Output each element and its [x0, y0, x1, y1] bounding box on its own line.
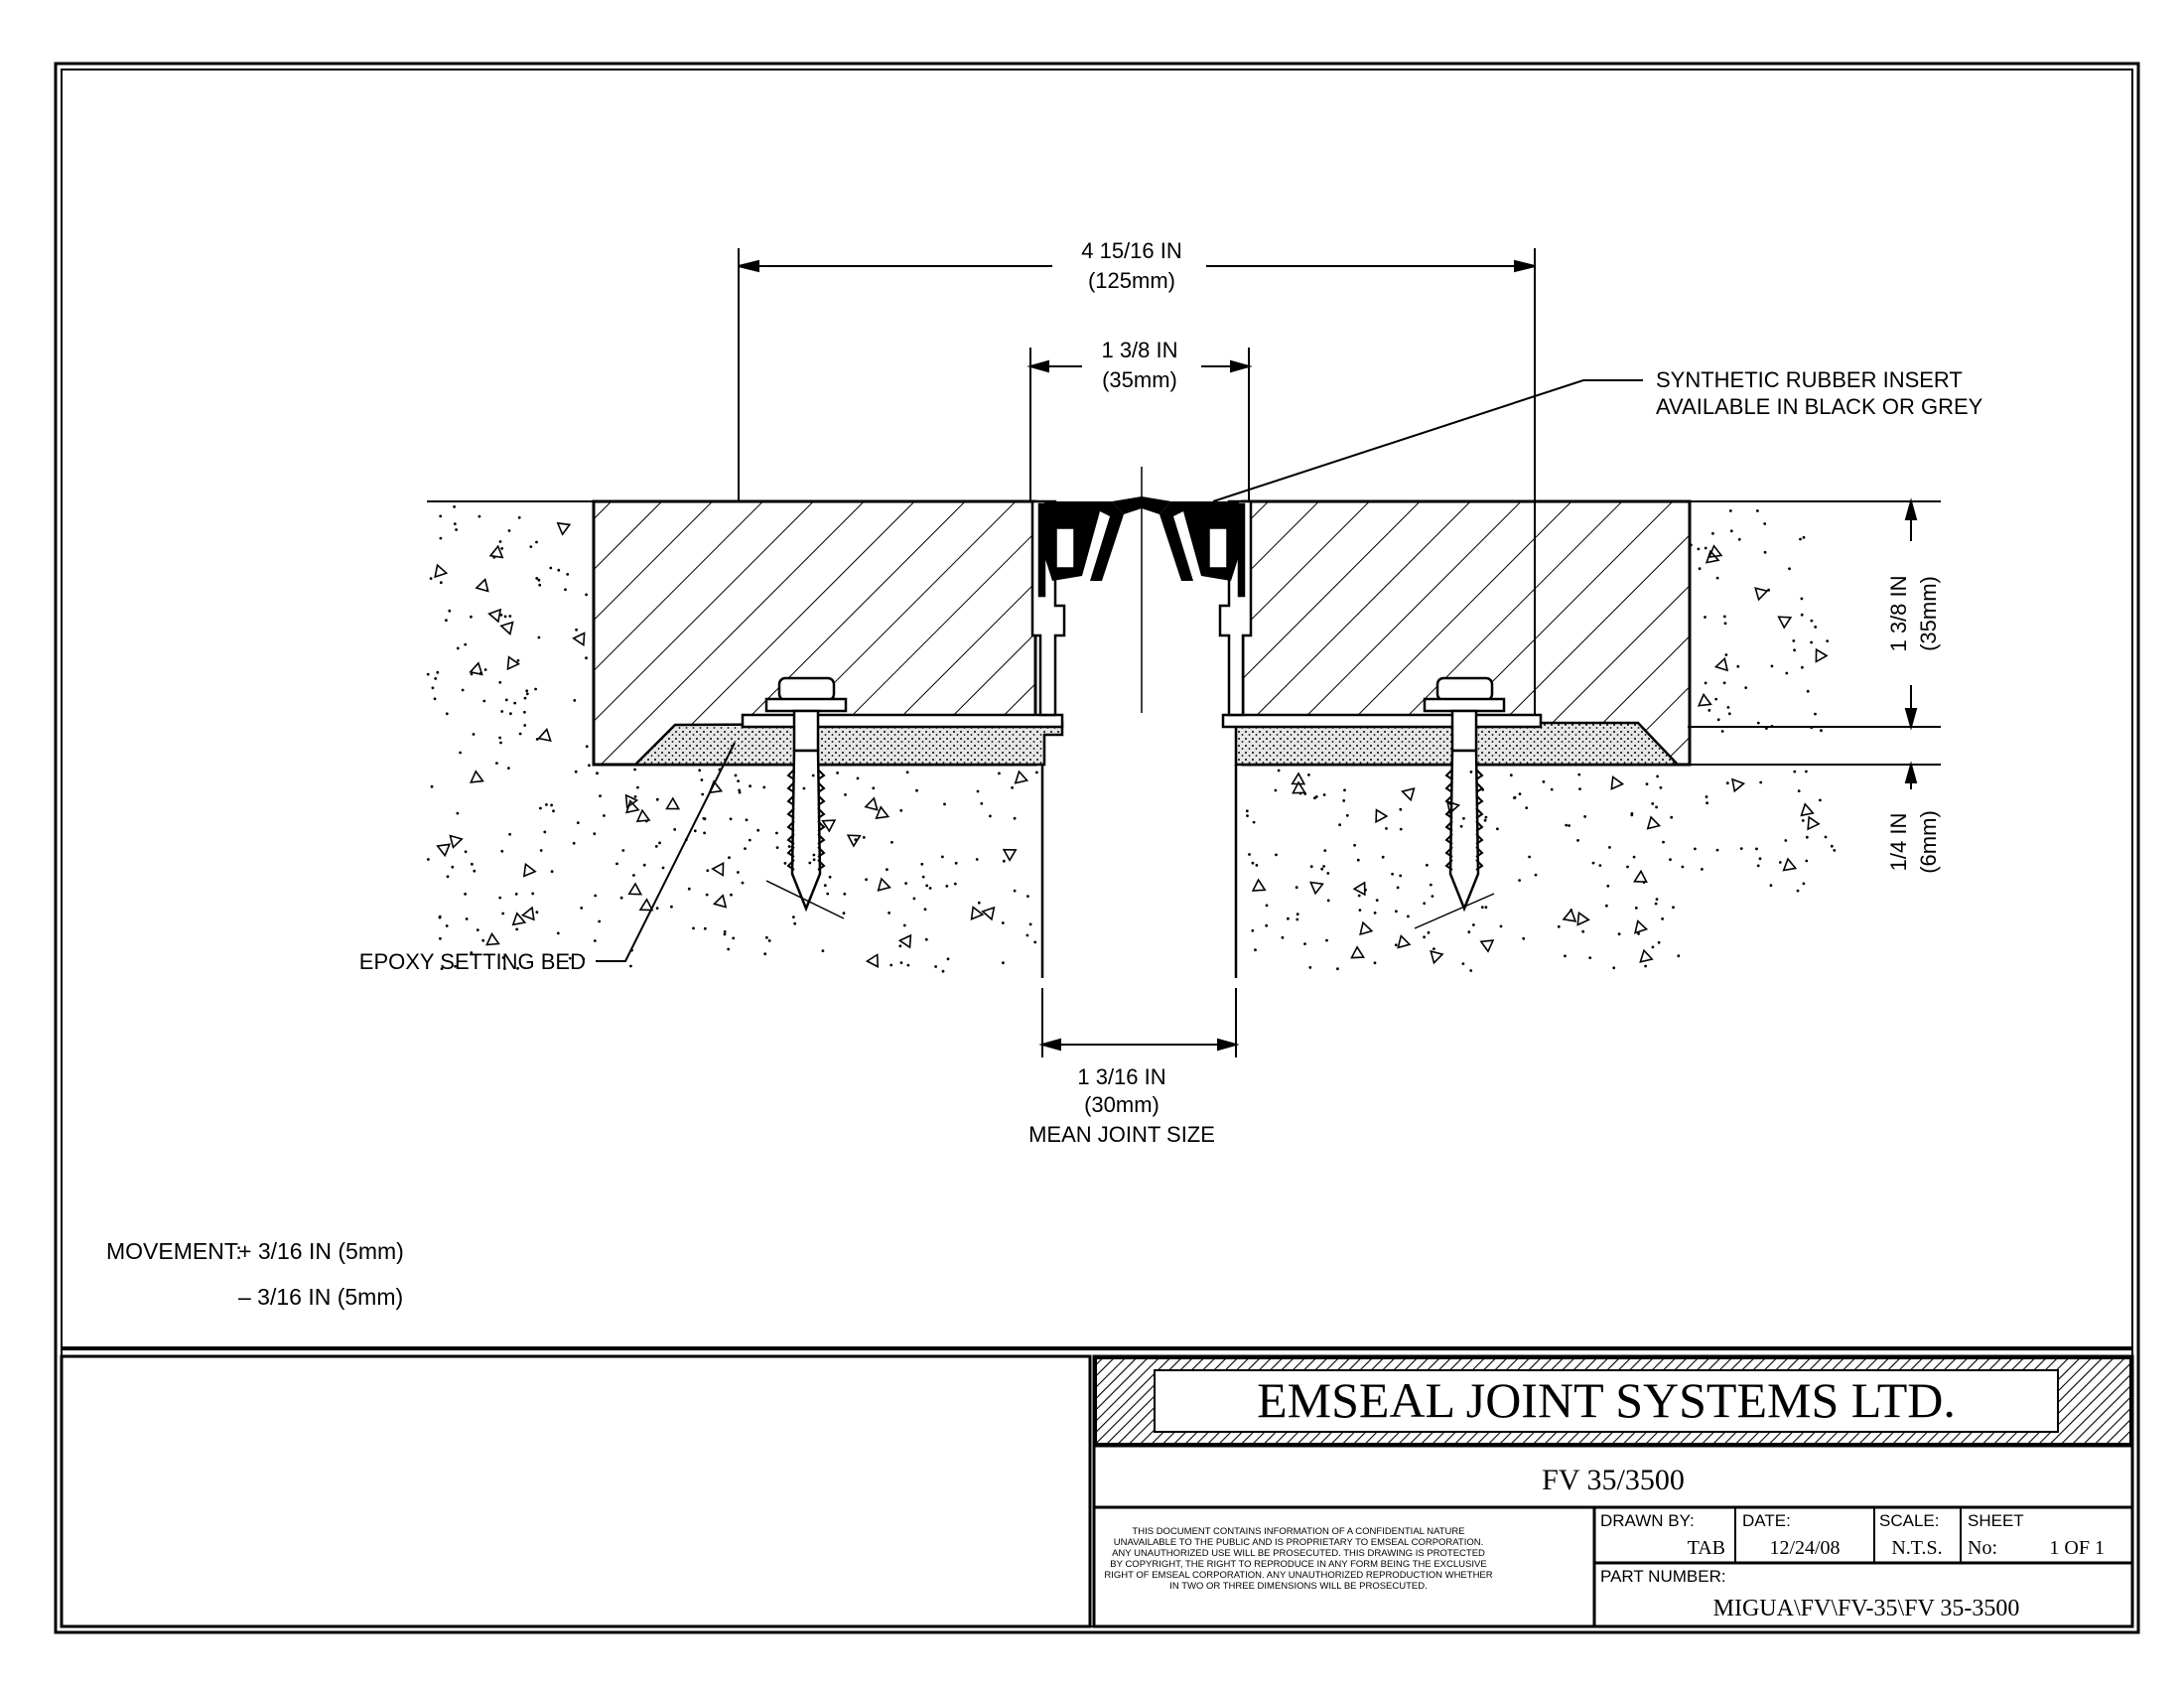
- svg-text:THIS DOCUMENT CONTAINS INFORMA: THIS DOCUMENT CONTAINS INFORMATION OF A …: [1132, 1526, 1464, 1537]
- anchor-bolt-left: [764, 676, 848, 919]
- dimension-insert-width: [1026, 348, 1253, 501]
- date-value: 12/24/08: [1769, 1537, 1840, 1559]
- svg-text:UNAVAILABLE TO THE PUBLIC AND: UNAVAILABLE TO THE PUBLIC AND IS PROPRIE…: [1114, 1537, 1484, 1548]
- sheet-no-value: 1 OF 1: [2049, 1537, 2105, 1559]
- overall-width-in: 4 15/16 IN: [1081, 238, 1182, 263]
- bed-in: 1/4 IN: [1886, 813, 1911, 872]
- date-label: DATE:: [1742, 1511, 1791, 1530]
- dimension-joint-size: [1038, 988, 1240, 1057]
- title-block: EMSEAL JOINT SYSTEMS LTD. FV 35/3500 THI…: [60, 1354, 2134, 1628]
- svg-text:RIGHT OF EMSEAL CORPORATION. A: RIGHT OF EMSEAL CORPORATION. ANY UNAUTHO…: [1104, 1570, 1492, 1581]
- sheet-no-label: No:: [1968, 1537, 1997, 1559]
- product-name: FV 35/3500: [1542, 1464, 1685, 1496]
- company-banner: [1154, 1369, 2059, 1433]
- insert-width-in: 1 3/8 IN: [1101, 338, 1177, 362]
- scale-label: SCALE:: [1879, 1511, 1939, 1530]
- overall-width-mm: (125mm): [1088, 268, 1175, 293]
- bed-mm: (6mm): [1916, 810, 1941, 874]
- part-number-label: PART NUMBER:: [1600, 1567, 1726, 1586]
- depth-in: 1 3/8 IN: [1886, 575, 1911, 651]
- joint-size-note: MEAN JOINT SIZE: [1028, 1122, 1215, 1147]
- joint-size-mm: (30mm): [1084, 1092, 1160, 1117]
- confidential-notice: THIS DOCUMENT CONTAINS INFORMATION OF A …: [1104, 1526, 1492, 1592]
- company-name: EMSEAL JOINT SYSTEMS LTD.: [1257, 1372, 1956, 1428]
- joint-section-drawing: 4 15/16 IN (125mm) 1 3/8 IN (35mm) 1 3/8: [106, 238, 1983, 1310]
- scale-value: N.T.S.: [1891, 1537, 1942, 1559]
- svg-text:BY COPYRIGHT, THE RIGHT TO REP: BY COPYRIGHT, THE RIGHT TO REPRODUCE IN …: [1110, 1559, 1486, 1570]
- svg-text:IN TWO OR THREE DIMENSIONS WIL: IN TWO OR THREE DIMENSIONS WILL BE PROSE…: [1169, 1581, 1428, 1592]
- rubber-insert-callout-line2: AVAILABLE IN BLACK OR GREY: [1656, 394, 1983, 419]
- epoxy-bed-callout: EPOXY SETTING BED: [359, 949, 586, 974]
- movement-label: MOVEMENT:: [106, 1238, 242, 1264]
- rubber-insert: [1044, 496, 1239, 581]
- rubber-insert-callout-line1: SYNTHETIC RUBBER INSERT: [1656, 367, 1963, 392]
- joint-size-in: 1 3/16 IN: [1077, 1064, 1165, 1089]
- dimension-overall-width: [738, 248, 1536, 715]
- dimension-depth: [1688, 497, 1941, 789]
- movement-minus: – 3/16 IN (5mm): [238, 1284, 403, 1310]
- insert-width-mm: (35mm): [1102, 367, 1177, 392]
- epoxy-bed-left: [631, 721, 1064, 767]
- outer-border: [54, 62, 2140, 1634]
- joint-gap: [1040, 765, 1238, 978]
- svg-text:ANY UNAUTHORIZED USE WILL BE P: ANY UNAUTHORIZED USE WILL BE PROSECUTED.…: [1112, 1548, 1485, 1559]
- drawn-by-value: TAB: [1688, 1537, 1725, 1559]
- movement-plus: + 3/16 IN (5mm): [238, 1238, 404, 1264]
- drawn-by-label: DRAWN BY:: [1600, 1511, 1695, 1530]
- aluminum-profile-left: [741, 499, 1066, 729]
- epoxy-bed-leader: [596, 742, 736, 962]
- notes-box: [60, 1354, 1092, 1628]
- rubber-insert-leader: [1212, 379, 1643, 502]
- sheet-label: SHEET: [1968, 1511, 2024, 1530]
- part-number-value: MIGUA\FV\FV-35\FV 35-3500: [1713, 1596, 2020, 1621]
- concrete-aggregate: [426, 505, 1837, 973]
- anchor-bolt-right: [1414, 676, 1506, 929]
- depth-mm: (35mm): [1916, 576, 1941, 651]
